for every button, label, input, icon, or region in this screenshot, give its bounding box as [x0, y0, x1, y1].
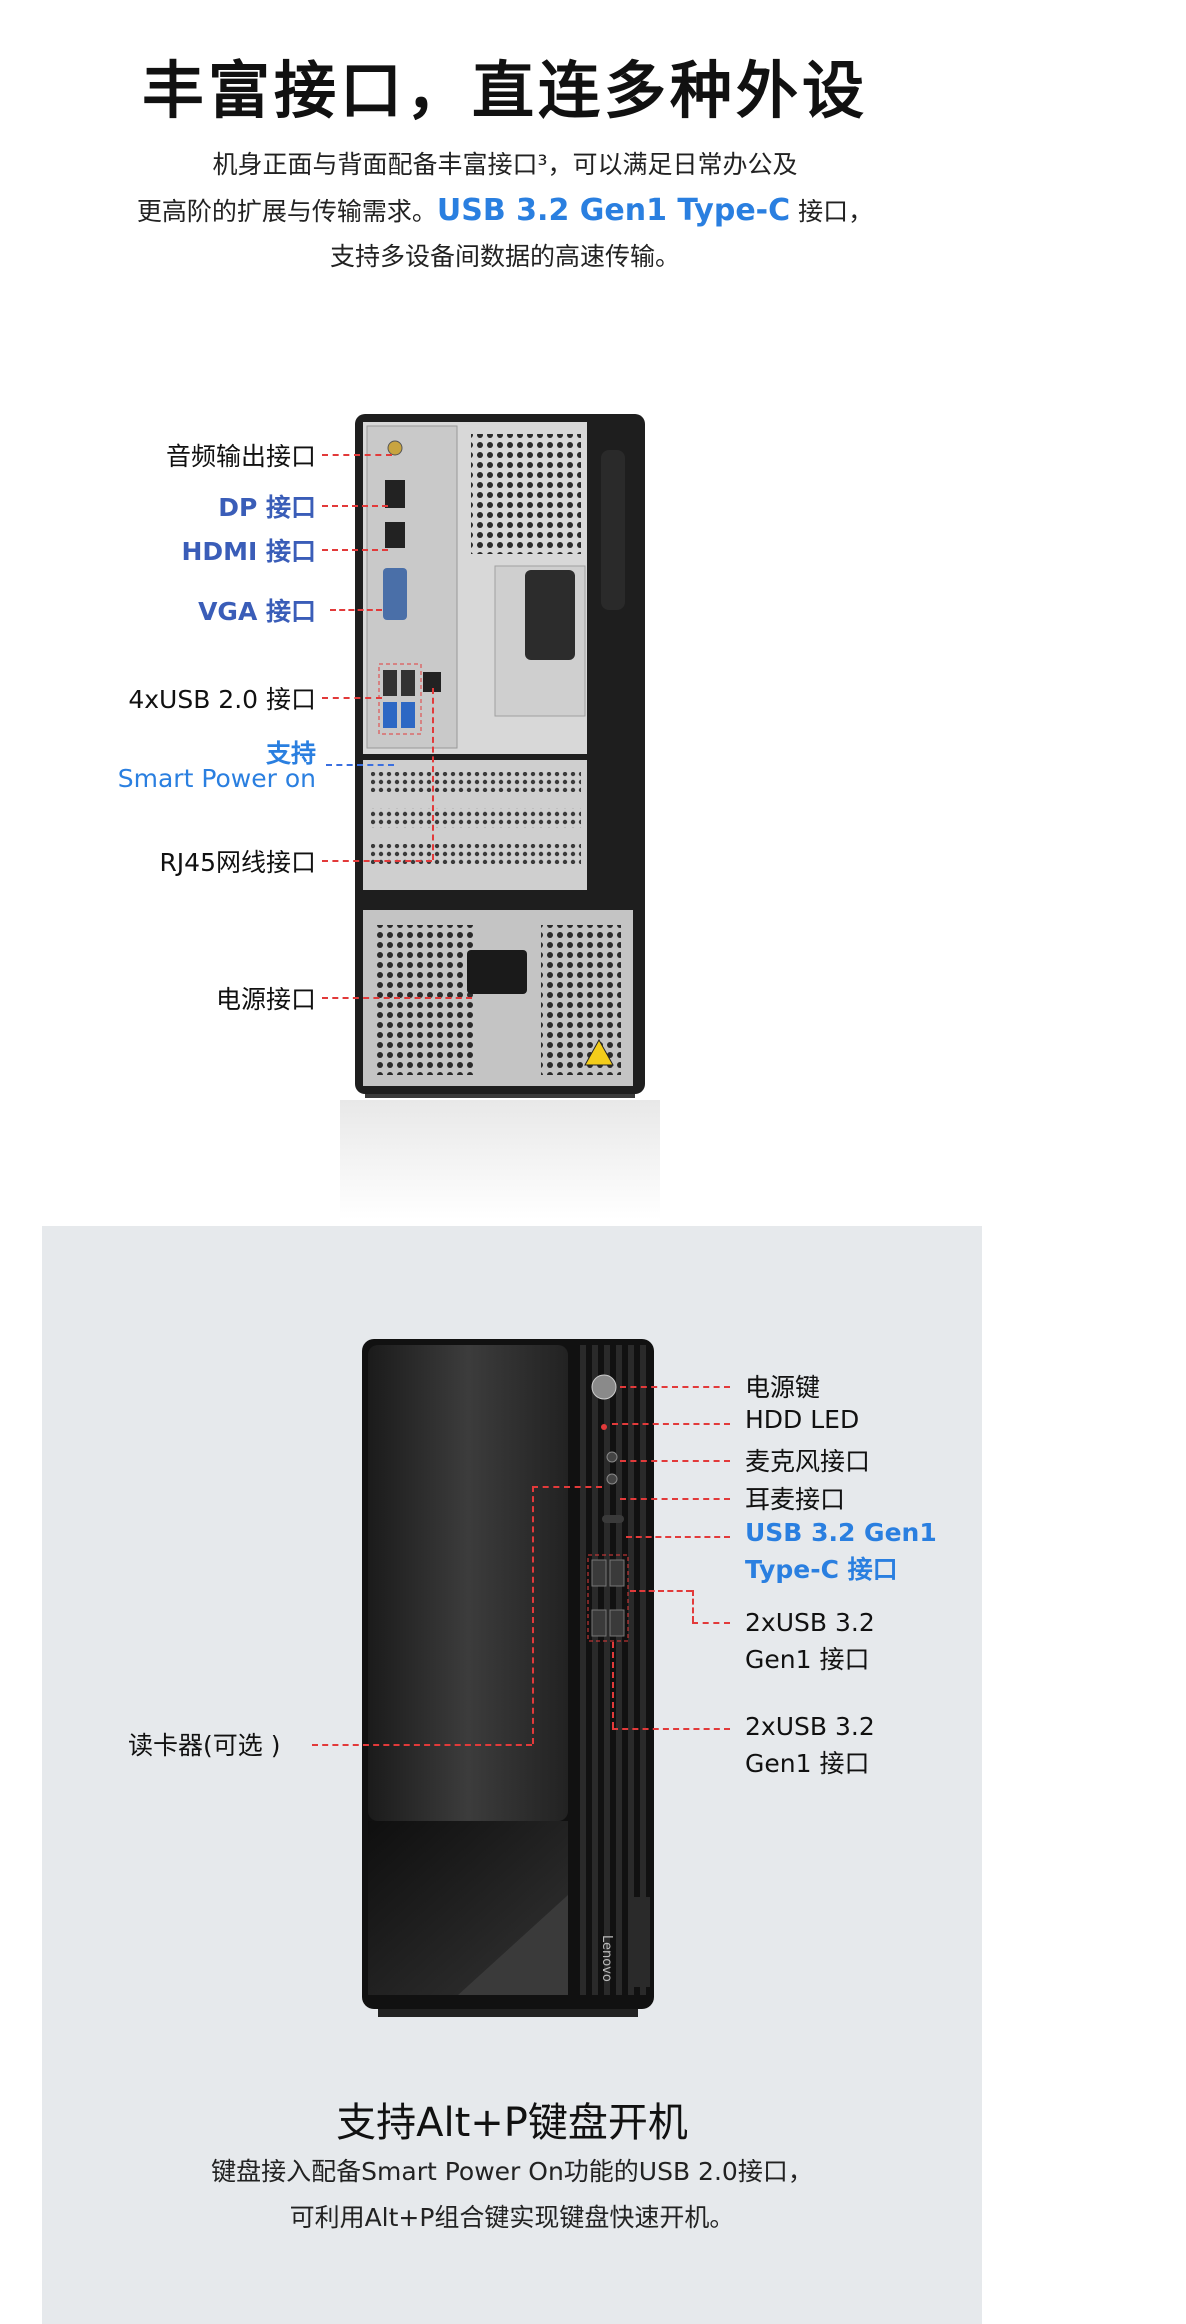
pc-rear-illustration	[355, 414, 645, 1098]
label-card-reader: 读卡器(可选 )	[128, 1731, 281, 1760]
label-typec-2: Type-C 接口	[745, 1555, 898, 1584]
pc-front-illustration	[362, 1339, 654, 2017]
leader-rj45	[322, 860, 432, 862]
leader-audio	[322, 454, 392, 456]
leader-power-key	[620, 1386, 730, 1388]
leader-hdd	[612, 1423, 730, 1425]
label-hdd: HDD LED	[745, 1405, 860, 1434]
label-usb32b-2: Gen1 接口	[745, 1749, 870, 1778]
footer-line-2: 可利用Alt+P组合键实现键盘快速开机。	[289, 2203, 735, 2232]
leader-usb32b-v	[612, 1642, 614, 1728]
leader-card-top	[532, 1486, 602, 1488]
label-hdmi: HDMI 接口	[181, 537, 316, 566]
leader-headset	[620, 1498, 730, 1500]
pc-rear-reflection	[340, 1100, 660, 1220]
label-smart-1: 支持	[265, 739, 316, 768]
intro-line-2: 更高阶的扩展与传输需求。USB 3.2 Gen1 Type-C 接口，	[0, 188, 1010, 235]
label-power-key: 电源键	[745, 1373, 821, 1402]
intro-line-3: 支持多设备间数据的高速传输。	[329, 242, 680, 271]
leader-usb2	[322, 697, 382, 699]
intro-line-1: 机身正面与背面配备丰富接口³，可以满足日常办公及	[212, 150, 798, 179]
leader-usb32a-v	[692, 1590, 694, 1622]
label-headset: 耳麦接口	[745, 1485, 846, 1514]
leader-smart	[326, 764, 394, 766]
label-mic: 麦克风接口	[745, 1447, 871, 1476]
intro-highlight: USB 3.2 Gen1 Type-C	[436, 193, 791, 228]
leader-hdmi	[322, 549, 388, 551]
pc-rear-image	[345, 410, 655, 1100]
leader-typec	[626, 1536, 730, 1538]
leader-mic	[620, 1460, 730, 1462]
label-rj45: RJ45网线接口	[159, 848, 316, 877]
leader-card-v	[532, 1486, 534, 1744]
footer-title: 支持Alt+P键盘开机	[336, 2100, 688, 2146]
label-audio: 音频输出接口	[165, 442, 316, 471]
footer-line-1: 键盘接入配备Smart Power On功能的USB 2.0接口，	[211, 2157, 813, 2186]
page-title: 丰富接口，直连多种外设	[141, 54, 868, 127]
label-smart-2: Smart Power on	[117, 764, 316, 793]
label-usb32b-1: 2xUSB 3.2	[745, 1712, 875, 1741]
label-usb32a-1: 2xUSB 3.2	[745, 1608, 875, 1637]
leader-power-inlet	[322, 997, 472, 999]
label-power-inlet: 电源接口	[215, 985, 316, 1014]
label-vga: VGA 接口	[198, 597, 316, 626]
leader-card-h	[312, 1744, 532, 1746]
intro-line-2-post: 接口，	[790, 197, 874, 226]
label-dp: DP 接口	[218, 493, 316, 522]
leader-rj45-vertical	[432, 688, 434, 860]
leader-dp	[322, 505, 388, 507]
leader-vga	[330, 609, 382, 611]
leader-usb32a-h2	[692, 1622, 730, 1624]
intro-line-2-pre: 更高阶的扩展与传输需求。	[136, 197, 437, 226]
brand-logo: Lenovo	[599, 1935, 614, 1982]
label-typec-1: USB 3.2 Gen1	[745, 1518, 937, 1547]
label-usb2: 4xUSB 2.0 接口	[128, 685, 316, 714]
pc-front-image: Lenovo	[358, 1335, 658, 2025]
label-usb32a-2: Gen1 接口	[745, 1645, 870, 1674]
leader-usb32b-h	[612, 1728, 730, 1730]
leader-usb32a-h1	[630, 1590, 692, 1592]
